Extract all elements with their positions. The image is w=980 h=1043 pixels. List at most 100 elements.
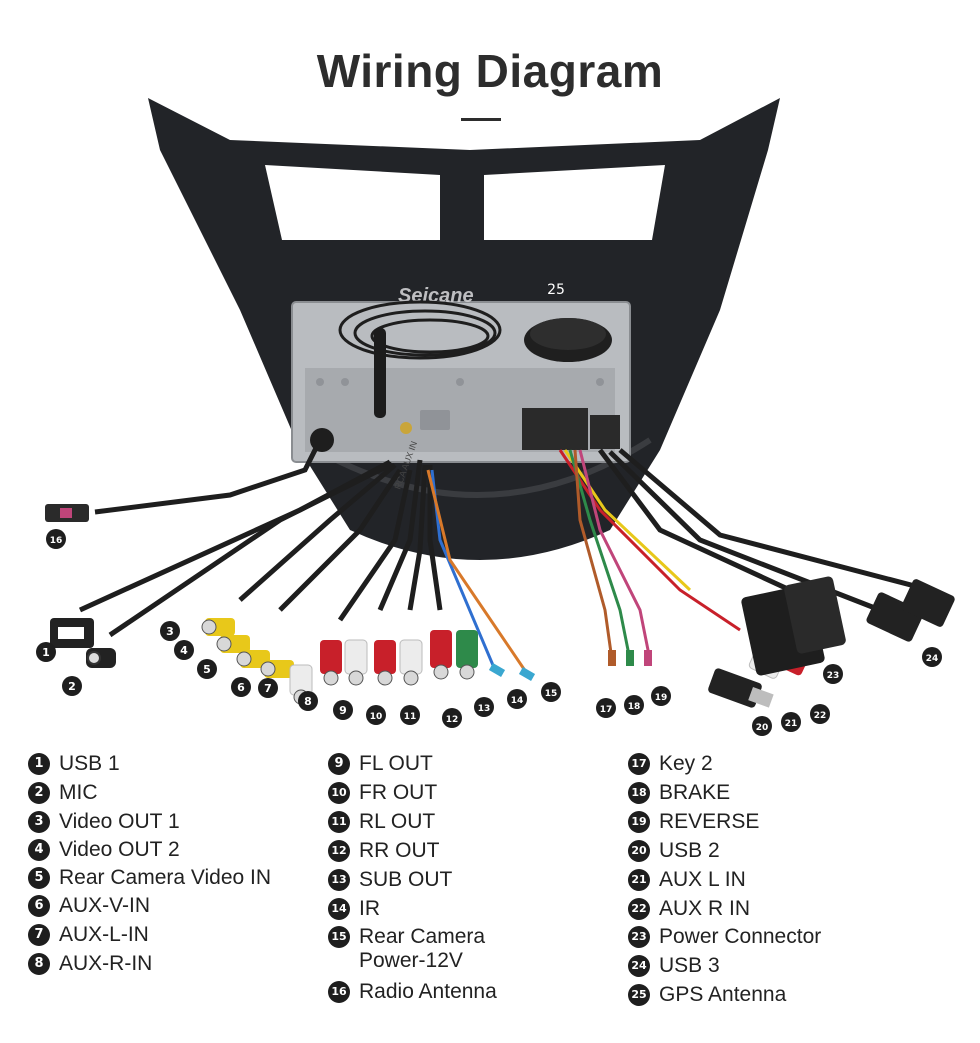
svg-text:7: 7 [264, 682, 272, 695]
legend-label: REVERSE [659, 810, 760, 833]
legend-number-badge: 14 [328, 898, 350, 920]
legend-item-19: 19 REVERSE [628, 810, 759, 834]
legend-label: Power Connector [659, 925, 822, 948]
svg-text:18: 18 [628, 702, 641, 712]
legend-number-badge: 6 [28, 895, 50, 917]
legend-number-badge: 2 [28, 782, 50, 804]
legend-item-25: 25 GPS Antenna [628, 983, 786, 1007]
legend-label: AUX-R-IN [59, 952, 153, 975]
camera-power-tip [518, 667, 536, 681]
callout-10: 10 [366, 705, 386, 725]
legend-number-badge: 9 [328, 753, 350, 775]
svg-text:14: 14 [511, 696, 524, 706]
svg-text:12: 12 [446, 715, 459, 725]
callout-19: 19 [651, 686, 671, 706]
callout-2: 2 [62, 676, 82, 696]
svg-text:3: 3 [166, 625, 174, 638]
callout-24: 24 [922, 647, 942, 667]
callout-4: 4 [174, 640, 194, 660]
legend-label: USB 1 [59, 752, 120, 775]
callout-12: 12 [442, 708, 462, 728]
callout-7: 7 [258, 678, 278, 698]
legend-item-13: 13 SUB OUT [328, 868, 452, 892]
legend-item-2: 2 MIC [28, 781, 98, 805]
legend-number-badge: 15 [328, 926, 350, 948]
legend-number-badge: 12 [328, 840, 350, 862]
legend-number-badge: 25 [628, 984, 650, 1006]
legend-label: AUX-V-IN [59, 894, 151, 917]
callout-5: 5 [197, 659, 217, 679]
legend-label: IR [359, 897, 380, 920]
legend-item-8: 8 AUX-R-IN [28, 952, 152, 976]
callout-3: 3 [160, 621, 180, 641]
callout-20: 20 [752, 716, 772, 736]
legend-label: AUX-L-IN [59, 923, 149, 946]
rca-plugs [201, 618, 478, 705]
legend-label: FR OUT [359, 781, 438, 804]
svg-text:19: 19 [655, 693, 668, 703]
power-connector [741, 576, 846, 676]
callout-6: 6 [231, 677, 251, 697]
legend-label: Key 2 [659, 752, 713, 775]
wifi-antenna [374, 328, 386, 418]
gps-antenna [524, 318, 612, 362]
legend-number-badge: 19 [628, 811, 650, 833]
legend-label: Radio Antenna [359, 980, 497, 1003]
legend-item-17: 17 Key 2 [628, 752, 713, 776]
title-divider [461, 118, 501, 121]
svg-text:24: 24 [926, 654, 939, 664]
legend-number-badge: 4 [28, 839, 50, 861]
legend-label: SUB OUT [359, 868, 453, 891]
legend-number-badge: 5 [28, 867, 50, 889]
callout-13: 13 [474, 697, 494, 717]
svg-text:1: 1 [42, 646, 50, 659]
svg-text:20: 20 [756, 723, 769, 733]
legend-label: MIC [59, 781, 98, 804]
callout-23: 23 [823, 664, 843, 684]
legend-label: Video OUT 2 [59, 838, 180, 861]
legend-label: USB 3 [659, 954, 720, 977]
legend-label: Rear Camera Power-12V [359, 925, 486, 972]
legend-label: BRAKE [659, 781, 731, 804]
legend-number-badge: 22 [628, 898, 650, 920]
callout-25: 25 [547, 282, 565, 298]
coiled-cable [338, 300, 502, 360]
svg-text:15: 15 [545, 689, 558, 699]
legend-number-badge: 17 [628, 753, 650, 775]
callout-18: 18 [624, 695, 644, 715]
svg-text:21: 21 [785, 719, 798, 729]
svg-text:16: 16 [50, 536, 63, 546]
legend-item-9: 9 FL OUT [328, 752, 433, 776]
wiring-diagram: Seicane RCA AUX IN [36, 98, 955, 736]
legend-number-badge: 21 [628, 869, 650, 891]
legend-number-badge: 8 [28, 953, 50, 975]
legend-number-badge: 13 [328, 869, 350, 891]
legend-item-15: 15 Rear Camera Power-12V [328, 925, 485, 973]
legend-label: GPS Antenna [659, 983, 787, 1006]
radio-antenna-lead [45, 428, 334, 522]
usb-1-plug [50, 618, 94, 648]
callout-17: 17 [596, 698, 616, 718]
svg-text:8: 8 [304, 695, 312, 708]
svg-text:5: 5 [203, 663, 211, 676]
svg-text:6: 6 [237, 681, 245, 694]
legend-item-14: 14 IR [328, 897, 380, 921]
svg-text:13: 13 [478, 704, 491, 714]
legend-number-badge: 11 [328, 811, 350, 833]
svg-text:9: 9 [339, 704, 347, 717]
callout-1: 1 [36, 642, 56, 662]
mic-plug [86, 648, 116, 668]
legend-label: FL OUT [359, 752, 433, 775]
svg-text:22: 22 [814, 711, 827, 721]
